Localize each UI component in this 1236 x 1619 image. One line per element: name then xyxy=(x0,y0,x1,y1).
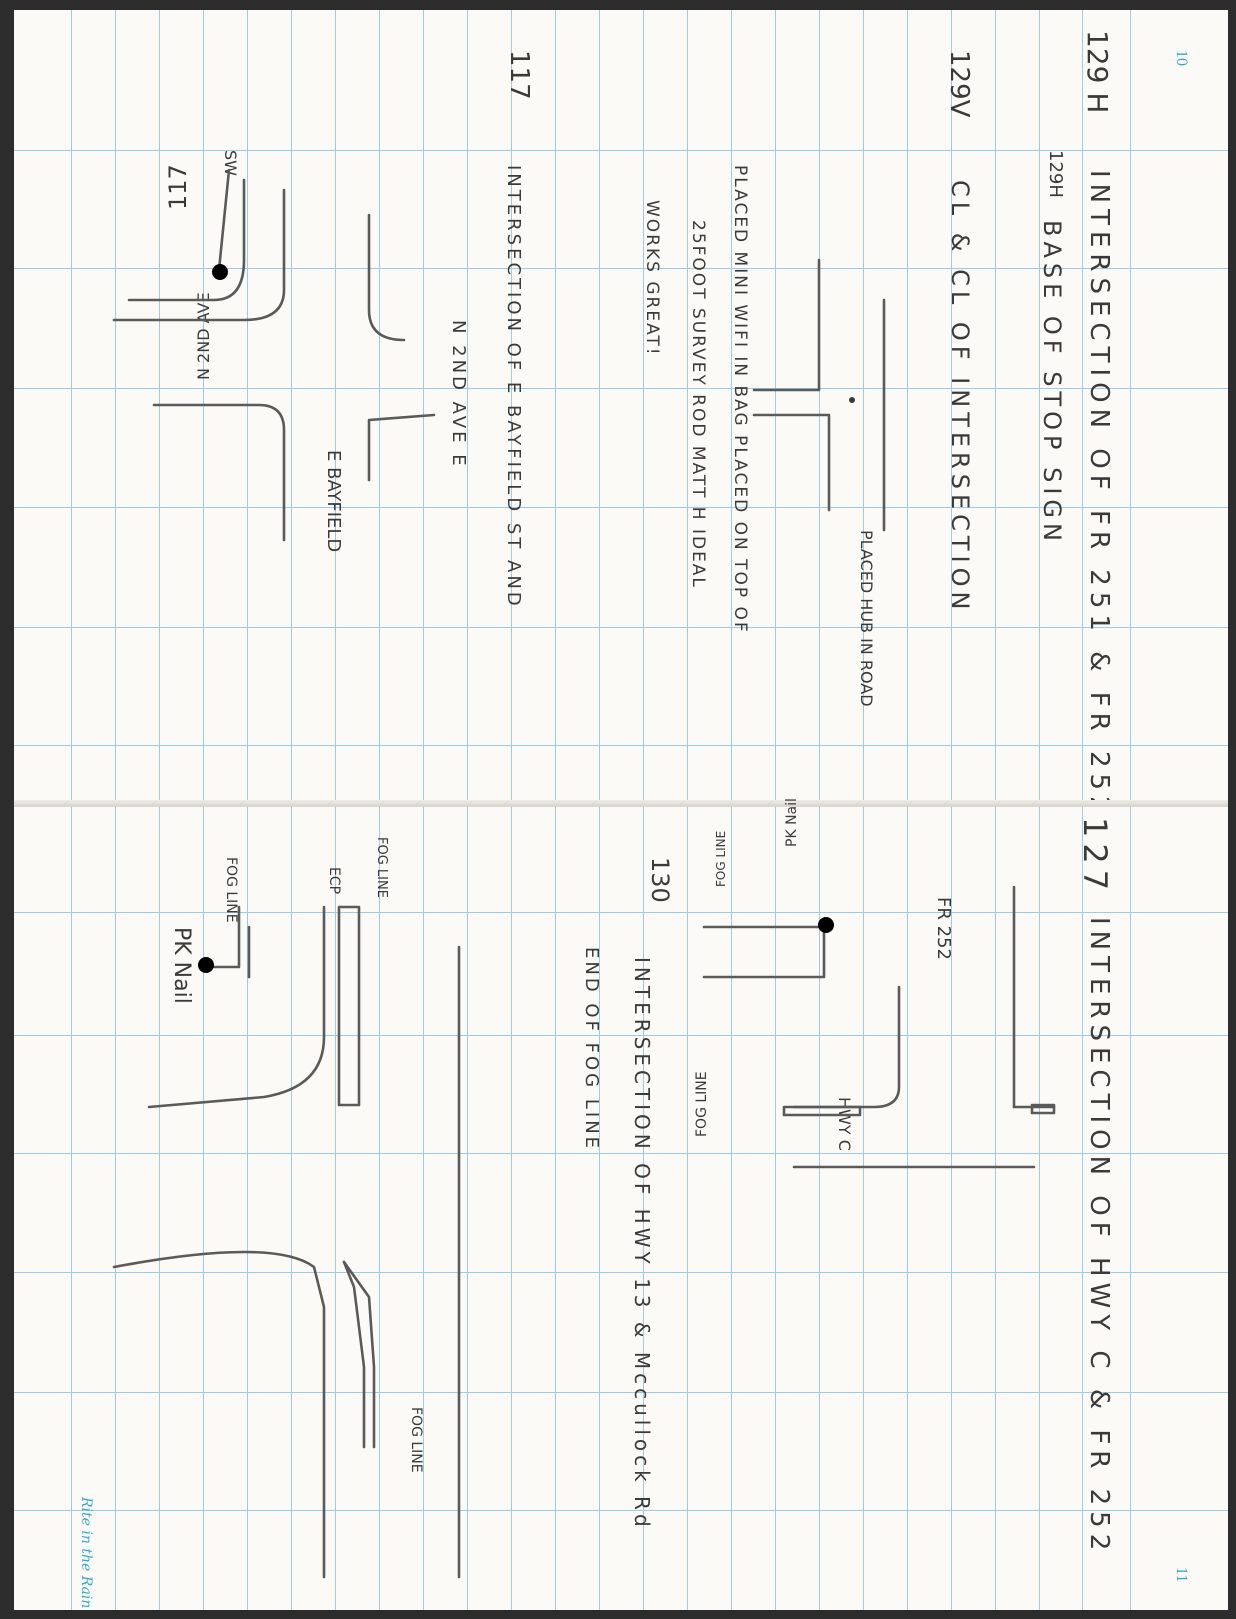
hub-point xyxy=(849,397,855,403)
road-marking xyxy=(1032,1105,1054,1113)
road-curb xyxy=(754,415,829,510)
road-curb xyxy=(369,415,434,480)
intersection-sketch xyxy=(14,807,1228,1610)
leader-line xyxy=(219,170,229,270)
road-curb xyxy=(344,1262,374,1447)
road-marking xyxy=(784,1107,860,1115)
point-marker xyxy=(212,264,228,280)
point-marker xyxy=(818,917,834,933)
road-curb xyxy=(154,405,284,540)
page-11: 127 INTERSECTION OF HWY C & FR 252 130 I… xyxy=(14,807,1228,1610)
road-curb xyxy=(794,987,899,1107)
intersection-sketch xyxy=(14,10,1228,805)
parking-rect xyxy=(704,927,824,977)
road-curb xyxy=(754,260,819,390)
page-10: 10 129 H INTERSECTION OF FR 251 & FR 252… xyxy=(14,10,1228,806)
road-curb xyxy=(149,907,324,1107)
road-curb xyxy=(369,215,404,340)
road-curb xyxy=(344,1262,364,1447)
road-marking xyxy=(339,907,359,1105)
road-curb xyxy=(114,1252,324,1577)
notebook-spread: 10 129 H INTERSECTION OF FR 251 & FR 252… xyxy=(14,10,1228,1610)
point-marker xyxy=(198,957,214,973)
